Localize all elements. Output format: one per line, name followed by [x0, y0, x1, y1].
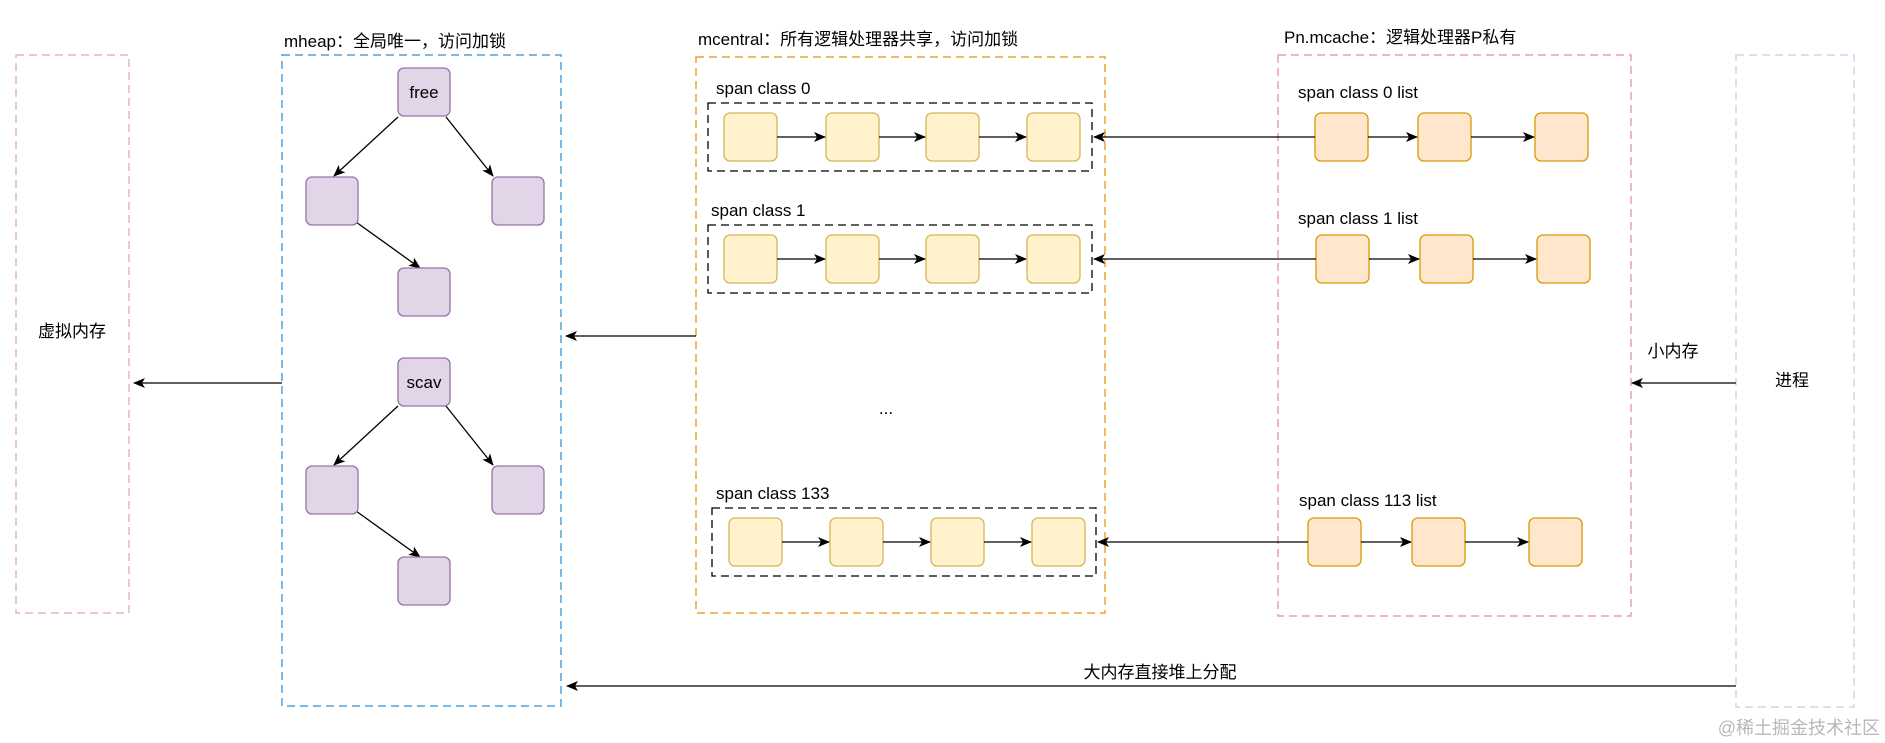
- span-class-113-list: span class 113 list: [1299, 491, 1583, 567]
- mcentral-title: mcentral：所有逻辑处理器共享，访问加锁: [698, 30, 1018, 49]
- span-class-1-list: span class 1 list: [1298, 209, 1591, 284]
- span-class-113-list-label: span class 113 list: [1299, 491, 1437, 510]
- free-right-node: [491, 176, 545, 226]
- free-root-node: [397, 67, 451, 117]
- free-root-label: free: [409, 83, 438, 102]
- scav-left-node: [305, 465, 359, 515]
- span-class-133-group: span class 133: [711, 484, 1097, 577]
- span-class-0-list-label: span class 0 list: [1298, 83, 1418, 102]
- large-memory-label: 大内存直接堆上分配: [1084, 663, 1237, 682]
- mcache-region: [1277, 54, 1632, 617]
- mcache-title: Pn.mcache：逻辑处理器P私有: [1284, 28, 1516, 47]
- small-memory-label: 小内存: [1648, 342, 1699, 361]
- mcentral-ellipsis: ...: [879, 399, 893, 418]
- watermark: @稀土掘金技术社区: [1718, 718, 1880, 738]
- process-label: 进程: [1775, 371, 1809, 390]
- span-class-133-label: span class 133: [716, 484, 829, 503]
- scav-root-node: [397, 357, 451, 407]
- mheap-region: [281, 54, 562, 707]
- scav-right-node: [491, 465, 545, 515]
- span-class-0-list: span class 0 list: [1298, 83, 1589, 162]
- free-left-node: [305, 176, 359, 226]
- free-tree: free: [305, 67, 545, 317]
- scav-root-label: scav: [407, 373, 442, 392]
- span-class-0-group: span class 0: [707, 79, 1093, 172]
- process-region: [1735, 54, 1855, 708]
- virtual-memory-label: 虚拟内存: [38, 322, 106, 341]
- span-class-1-list-label: span class 1 list: [1298, 209, 1418, 228]
- mcentral-region: [695, 56, 1106, 614]
- span-class-1-group: span class 1: [707, 201, 1093, 294]
- free-left-child-node: [397, 267, 451, 317]
- span-class-0-label: span class 0: [716, 79, 811, 98]
- scav-left-child-node: [397, 556, 451, 606]
- scav-tree: scav: [305, 357, 545, 606]
- virtual-memory-region: [15, 54, 130, 614]
- span-class-1-label: span class 1: [711, 201, 806, 220]
- mheap-title: mheap：全局唯一，访问加锁: [284, 32, 506, 51]
